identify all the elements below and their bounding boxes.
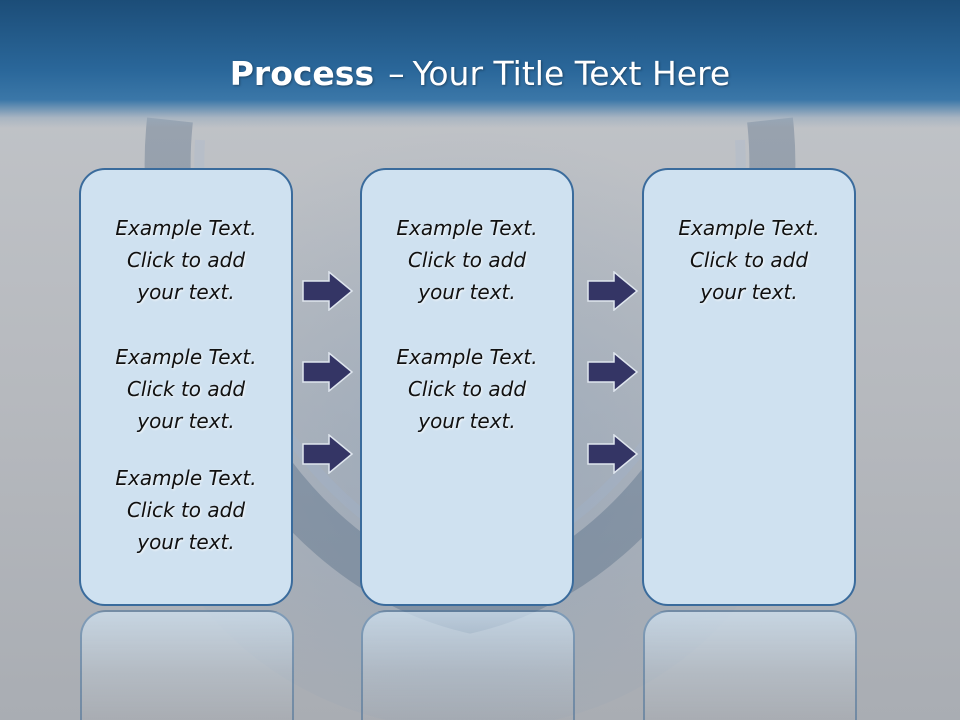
box-reflection-1 [80, 610, 294, 720]
text-line-3: your text. [700, 280, 798, 304]
text-line-3: your text. [137, 409, 235, 433]
box-reflection-2 [361, 610, 575, 720]
right-arrow-icon[interactable] [302, 434, 354, 474]
title-keyword: Process [229, 54, 375, 93]
title-text: Your Title Text Here [412, 54, 731, 93]
text-line-3: your text. [418, 280, 516, 304]
process-box-1[interactable]: Example Text. Click to add your text. Ex… [79, 168, 293, 606]
text-line-2: Click to add [126, 498, 246, 522]
right-arrow-icon[interactable] [587, 271, 639, 311]
text-line-2: Click to add [126, 248, 246, 272]
text-line-3: your text. [418, 409, 516, 433]
right-arrow-icon[interactable] [302, 271, 354, 311]
text-line-1: Example Text. [396, 216, 538, 240]
text-placeholder[interactable]: Example Text. Click to add your text. [81, 462, 291, 558]
text-line-1: Example Text. [115, 345, 257, 369]
text-placeholder[interactable]: Example Text. Click to add your text. [644, 212, 854, 308]
text-placeholder[interactable]: Example Text. Click to add your text. [362, 341, 572, 437]
text-line-1: Example Text. [115, 466, 257, 490]
text-line-1: Example Text. [396, 345, 538, 369]
text-line-2: Click to add [407, 377, 527, 401]
box-reflection-3 [643, 610, 857, 720]
title-bar: Process–Your Title Text Here [0, 0, 960, 128]
right-arrow-icon[interactable] [587, 352, 639, 392]
text-line-3: your text. [137, 530, 235, 554]
title-separator: – [388, 54, 405, 93]
text-line-2: Click to add [689, 248, 809, 272]
text-line-1: Example Text. [115, 216, 257, 240]
text-placeholder[interactable]: Example Text. Click to add your text. [81, 341, 291, 437]
slide-title[interactable]: Process–Your Title Text Here [0, 52, 960, 96]
text-placeholder[interactable]: Example Text. Click to add your text. [362, 212, 572, 308]
text-line-2: Click to add [407, 248, 527, 272]
text-line-2: Click to add [126, 377, 246, 401]
text-line-3: your text. [137, 280, 235, 304]
right-arrow-icon[interactable] [587, 434, 639, 474]
text-line-1: Example Text. [678, 216, 820, 240]
process-box-3[interactable]: Example Text. Click to add your text. [642, 168, 856, 606]
process-box-2[interactable]: Example Text. Click to add your text. Ex… [360, 168, 574, 606]
text-placeholder[interactable]: Example Text. Click to add your text. [81, 212, 291, 308]
right-arrow-icon[interactable] [302, 352, 354, 392]
